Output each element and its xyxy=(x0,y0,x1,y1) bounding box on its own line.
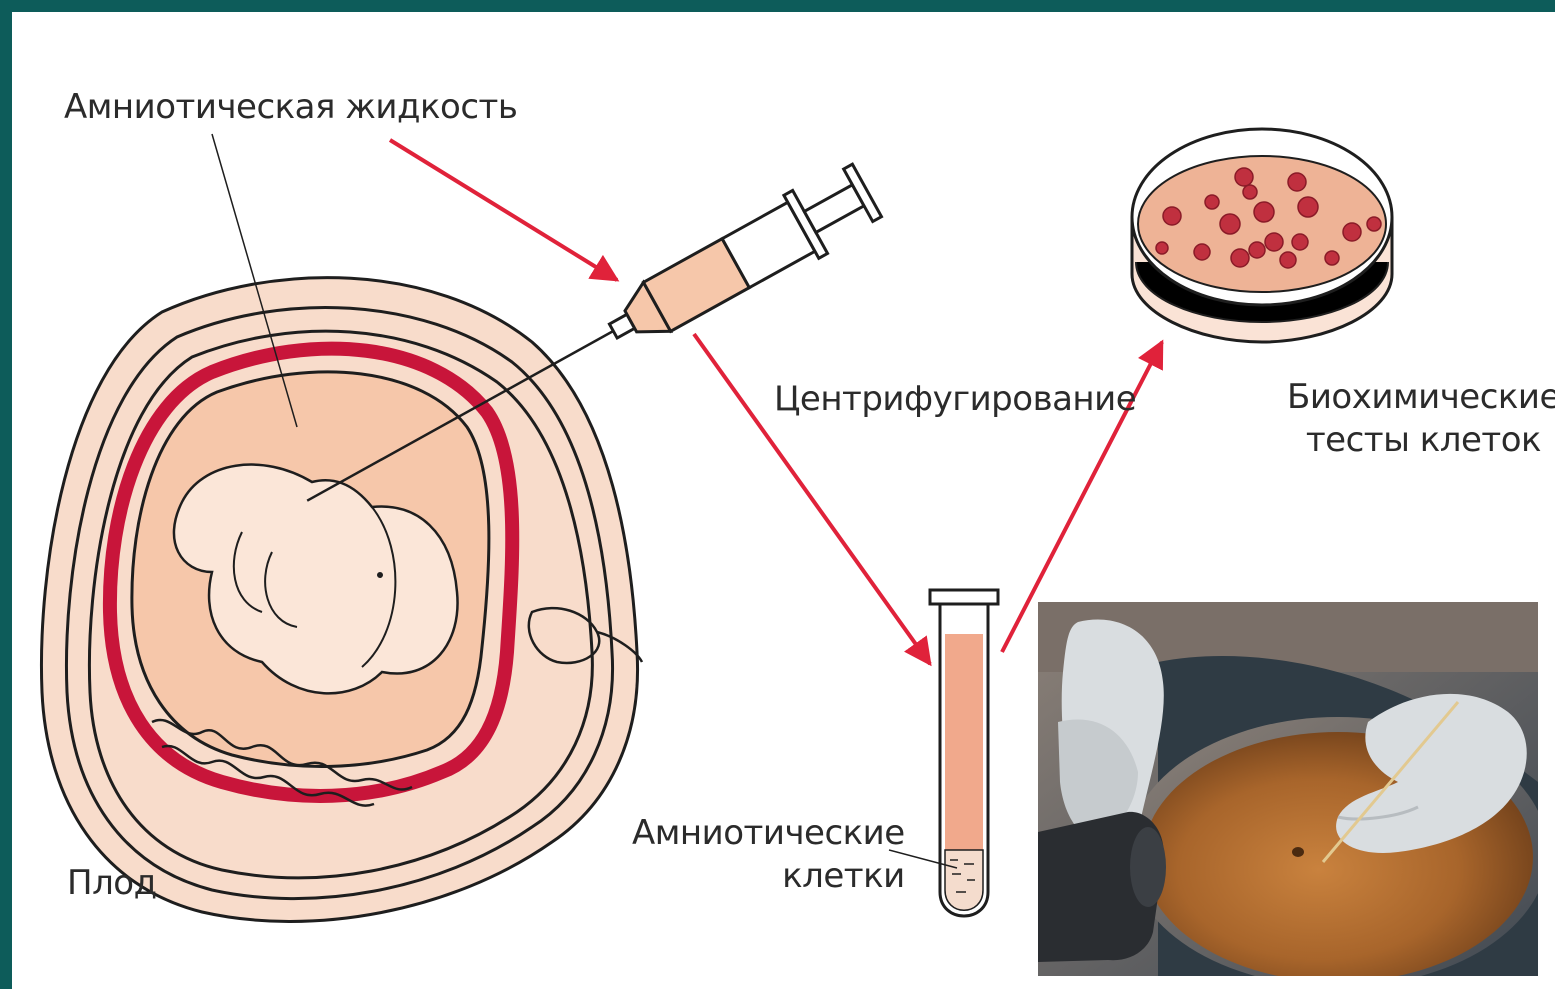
label-amniotic-fluid: Амниотическая жидкость xyxy=(64,86,517,129)
diagram-frame: Амниотическая жидкость Центрифугирование… xyxy=(12,12,1555,989)
procedure-photo xyxy=(1038,602,1538,976)
test-tube xyxy=(930,590,998,916)
label-biochemical-line2: тесты клеток xyxy=(1287,419,1555,462)
label-biochemical-tests: Биохимические тесты клеток xyxy=(1287,376,1555,461)
cell-pellet xyxy=(945,850,983,910)
label-amniotic-cells: Амниотические клетки xyxy=(632,812,905,897)
label-biochemical-line1: Биохимические xyxy=(1287,376,1555,419)
petri-dish xyxy=(1132,129,1392,342)
arrow-to-syringe xyxy=(390,140,617,280)
procedure-photo-drawing xyxy=(1038,602,1538,976)
label-amniotic-cells-line1: Амниотические xyxy=(632,812,905,855)
label-fetus: Плод xyxy=(67,862,157,905)
uterus-illustration xyxy=(41,278,642,922)
label-centrifugation: Центрифугирование xyxy=(774,378,1136,421)
label-amniotic-cells-line2: клетки xyxy=(632,855,905,898)
